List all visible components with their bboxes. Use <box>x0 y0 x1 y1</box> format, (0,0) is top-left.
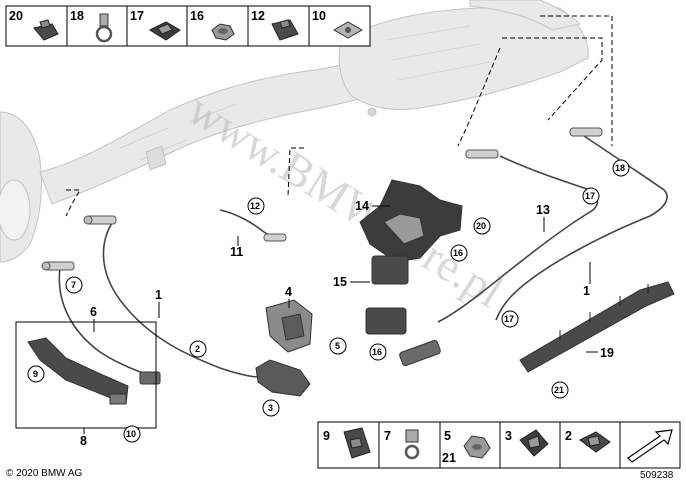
bottom-part-2: 2 <box>565 429 611 453</box>
svg-text:7: 7 <box>71 280 76 290</box>
top-part-12: 12 <box>251 9 299 41</box>
top-part-16: 16 <box>190 9 235 41</box>
bottom-parts-strip: 9 7 5 21 3 <box>317 421 681 469</box>
circled-callout-5: 5 <box>329 337 347 355</box>
callout-8: 8 <box>80 434 87 448</box>
circled-callout-16: 16 <box>450 244 468 262</box>
clip-icon <box>33 19 59 41</box>
bracket-frame <box>15 321 157 429</box>
svg-text:20: 20 <box>476 221 486 231</box>
cable-holder-icon <box>148 21 181 41</box>
oxygen-sensor-right <box>465 127 603 159</box>
callout-1-right: 1 <box>583 284 590 298</box>
circled-callout-9: 9 <box>27 365 45 383</box>
svg-text:10: 10 <box>126 429 136 439</box>
svg-text:2: 2 <box>195 344 200 354</box>
svg-text:12: 12 <box>251 9 265 23</box>
svg-text:5: 5 <box>444 429 451 443</box>
top-parts-strip: 20 18 17 16 <box>5 5 371 47</box>
svg-text:3: 3 <box>505 429 512 443</box>
top-part-20: 20 <box>9 9 59 41</box>
diagram-id: 509238 <box>640 470 674 481</box>
circled-callout-2: 2 <box>189 340 207 358</box>
connector-bracket <box>265 299 313 353</box>
svg-text:7: 7 <box>384 429 391 443</box>
bottom-part-7: 7 <box>384 429 420 460</box>
circled-callout-17-lower: 17 <box>501 310 519 328</box>
sensor-module <box>255 359 311 397</box>
circled-callouts: 2 3 5 7 9 10 12 16 16 17 17 18 20 21 <box>27 159 630 443</box>
copyright-text: © 2020 BMW AG <box>6 468 83 479</box>
svg-text:17: 17 <box>130 9 144 23</box>
hex-nut-icon <box>463 435 491 459</box>
circled-callout-18: 18 <box>612 159 630 177</box>
svg-text:2: 2 <box>565 429 572 443</box>
circled-callout-10: 10 <box>123 425 141 443</box>
connector-plugs <box>139 339 441 385</box>
oxygen-sensor-mid <box>263 233 287 242</box>
callouts: 1 1 4 6 8 11 13 14 15 19 <box>80 199 614 448</box>
svg-text:21: 21 <box>554 385 564 395</box>
routing-dashed-lines <box>65 15 613 217</box>
svg-text:17: 17 <box>504 314 514 324</box>
svg-text:9: 9 <box>33 369 38 379</box>
top-part-18: 18 <box>70 9 113 43</box>
oxygen-sensor-left-lower <box>41 261 75 271</box>
svg-text:21: 21 <box>442 451 456 465</box>
circled-callout-12: 12 <box>247 197 265 215</box>
svg-text:12: 12 <box>250 201 260 211</box>
clip-icon <box>271 19 299 41</box>
svg-text:16: 16 <box>190 9 204 23</box>
svg-text:16: 16 <box>453 248 463 258</box>
svg-text:18: 18 <box>615 163 625 173</box>
callout-11: 11 <box>230 245 243 259</box>
top-part-10: 10 <box>312 9 364 39</box>
callout-4: 4 <box>285 285 292 299</box>
svg-text:9: 9 <box>323 429 330 443</box>
clip-icon <box>343 427 371 459</box>
hose-clamp-icon <box>95 13 113 43</box>
circled-callout-16-lower: 16 <box>369 343 387 361</box>
svg-text:5: 5 <box>335 341 340 351</box>
top-part-17: 17 <box>130 9 181 41</box>
sensor-bracket <box>359 179 463 335</box>
bottom-part-3: 3 <box>505 429 549 457</box>
callout-15: 15 <box>333 275 347 289</box>
exhaust-system <box>0 0 589 263</box>
svg-text:10: 10 <box>312 9 326 23</box>
callout-19: 19 <box>600 346 614 360</box>
oxygen-sensor-left <box>83 215 117 225</box>
bracket-8 <box>27 337 129 405</box>
cable-holder-icon <box>519 429 549 457</box>
callout-6: 6 <box>90 305 97 319</box>
clip-icon <box>579 431 611 453</box>
callout-13: 13 <box>536 203 550 217</box>
svg-text:16: 16 <box>372 347 382 357</box>
svg-text:18: 18 <box>70 9 84 23</box>
circled-callout-20: 20 <box>473 217 491 235</box>
svg-text:17: 17 <box>585 191 595 201</box>
svg-text:3: 3 <box>268 403 273 413</box>
cables <box>58 135 668 378</box>
bottom-part-5-21: 5 21 <box>442 429 491 465</box>
circled-callout-3: 3 <box>262 399 280 417</box>
circled-callout-17: 17 <box>582 187 600 205</box>
callout-1: 1 <box>155 288 162 302</box>
hose-clamp-icon <box>404 429 420 460</box>
circled-callout-7: 7 <box>65 276 83 294</box>
callout-14: 14 <box>355 199 369 213</box>
cable-guide-19 <box>519 281 675 373</box>
svg-text:20: 20 <box>9 9 23 23</box>
spring-nut-icon <box>332 21 364 39</box>
circled-callout-21: 21 <box>551 381 569 399</box>
hex-nut-icon <box>211 23 235 41</box>
direction-arrow-icon <box>627 429 673 463</box>
bottom-part-9: 9 <box>323 427 371 459</box>
